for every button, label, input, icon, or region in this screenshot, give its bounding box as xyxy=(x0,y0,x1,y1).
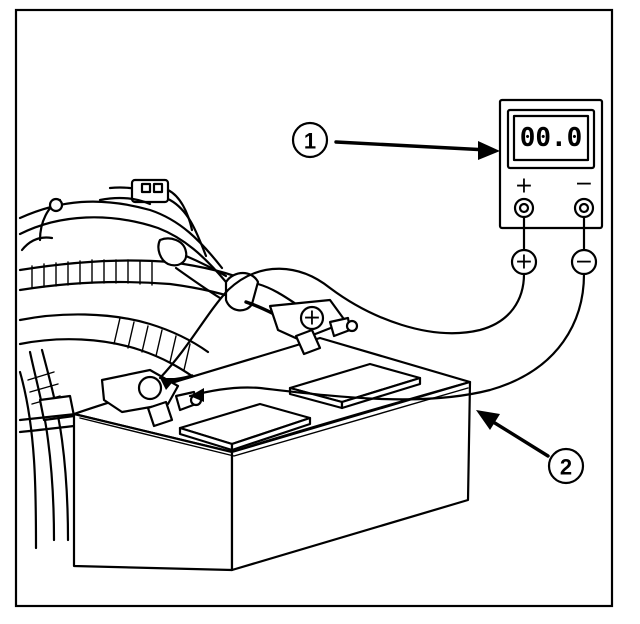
battery xyxy=(72,336,472,572)
positive-terminal-clamp: + xyxy=(244,298,359,356)
negative-probe-sign: − xyxy=(575,250,593,275)
positive-test-lead xyxy=(158,267,526,380)
positive-terminal-sign: + xyxy=(303,306,321,331)
callout-1: 1 xyxy=(291,121,500,160)
callout-2: 2 xyxy=(476,410,585,485)
negative-terminal-post xyxy=(137,375,163,401)
multimeter-negative-label: − xyxy=(575,172,593,197)
battery-side xyxy=(230,380,472,572)
multimeter-positive-label: + xyxy=(515,174,533,199)
digital-multimeter: 00.0 + − xyxy=(498,98,604,252)
test-leads: + − xyxy=(158,248,598,402)
negative-terminal-clamp xyxy=(100,368,203,428)
positive-probe-sign: + xyxy=(515,250,533,275)
wire-harness xyxy=(18,178,298,550)
callout-1-number: 1 xyxy=(304,129,316,154)
multimeter-display xyxy=(512,114,590,162)
callout-2-number: 2 xyxy=(560,455,572,480)
negative-test-lead xyxy=(188,272,586,401)
multimeter-reading: 00.0 xyxy=(520,123,583,153)
